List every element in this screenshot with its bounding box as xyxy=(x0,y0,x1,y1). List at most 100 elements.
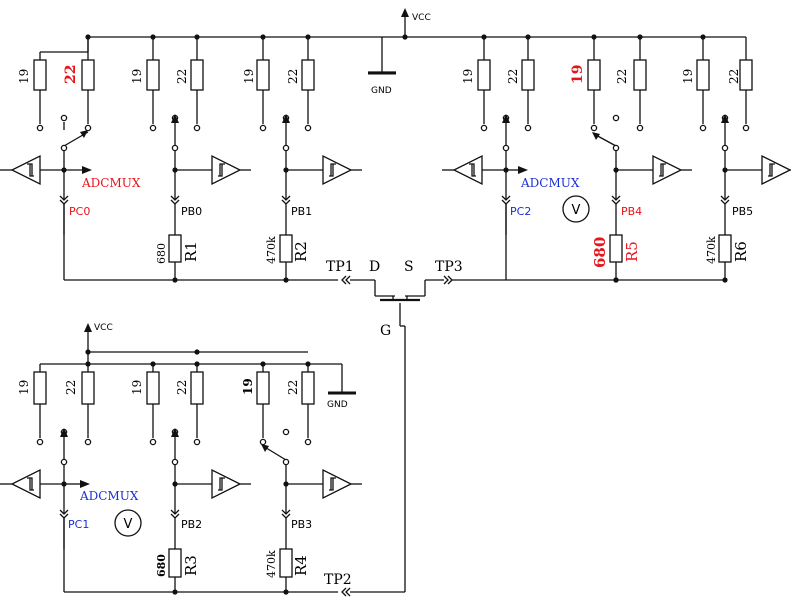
switch-contact xyxy=(149,438,157,446)
gnd-label-bottom: GND xyxy=(327,400,348,410)
adcmux-label-pc0: ADCMUX xyxy=(81,176,141,190)
junction-dot xyxy=(613,167,619,173)
junction-dot xyxy=(637,34,643,40)
junction-dot xyxy=(283,277,289,283)
switch-contact xyxy=(60,114,68,122)
r3-label: R3 xyxy=(182,555,200,576)
schmitt-buffer xyxy=(322,469,352,499)
res-value-pb4-highlight: 19 xyxy=(570,65,586,84)
port-label-pb4: PB4 xyxy=(621,205,642,218)
res-value: 22 xyxy=(286,380,300,395)
switch-contact xyxy=(699,124,707,132)
switch-contact xyxy=(304,438,312,446)
arrow-head xyxy=(82,166,92,174)
r1-label: R1 xyxy=(182,241,200,262)
junction-dot xyxy=(85,349,91,355)
arrow-head xyxy=(80,130,88,138)
resistor-19 xyxy=(256,371,270,405)
switch-contact xyxy=(612,114,620,122)
r5-value-highlight: 680 xyxy=(591,237,609,268)
junction-dot xyxy=(61,481,67,487)
resistor-22 xyxy=(301,59,315,91)
switch-contact xyxy=(742,124,750,132)
series-resistor xyxy=(168,548,182,578)
junction-dot xyxy=(172,167,178,173)
switch-contact xyxy=(524,124,532,132)
res-value: 22 xyxy=(64,380,78,395)
res-value: 19 xyxy=(17,380,31,395)
vcc-label-bottom: VCC xyxy=(94,323,113,333)
junction-dot xyxy=(305,361,311,367)
schmitt-buffer xyxy=(453,155,483,185)
source-label: S xyxy=(404,259,414,275)
tp2-label: TP2 xyxy=(324,572,352,588)
junction-dot xyxy=(722,167,728,173)
tp3-connector xyxy=(443,275,453,285)
junction-dot xyxy=(402,34,408,40)
wires xyxy=(0,16,791,593)
r4-label: R4 xyxy=(292,555,310,576)
vcc-label-top: VCC xyxy=(412,13,431,23)
resistor-19 xyxy=(696,59,710,91)
res-value: 19 xyxy=(130,69,144,84)
switch-contact xyxy=(36,124,44,132)
junction-dot xyxy=(260,361,266,367)
switch-contact xyxy=(259,124,267,132)
r6-value: 470k xyxy=(705,236,718,264)
res-value: 22 xyxy=(175,69,189,84)
port-label-pc1: PC1 xyxy=(68,518,89,531)
gate-label: G xyxy=(380,323,391,339)
junction-dot xyxy=(613,277,619,283)
switch-contact xyxy=(36,438,44,446)
junction-dot xyxy=(700,34,706,40)
switch-contact xyxy=(636,124,644,132)
port-label-pb3: PB3 xyxy=(291,518,312,531)
res-value: 22 xyxy=(615,69,629,84)
voltmeter-top: V xyxy=(562,195,590,223)
res-value: 22 xyxy=(175,380,189,395)
res-value: 19 xyxy=(130,380,144,395)
drain-label: D xyxy=(369,259,380,275)
switch-contact xyxy=(84,124,92,132)
series-resistor xyxy=(168,234,182,263)
resistor-19 xyxy=(146,59,160,91)
resistor-19 xyxy=(33,59,47,91)
port-label-pb1: PB1 xyxy=(291,205,312,218)
resistor-22 xyxy=(739,59,753,91)
res-value: 19 xyxy=(242,69,256,84)
res-value: 22 xyxy=(286,69,300,84)
switch-contact xyxy=(502,144,510,152)
adcmux-label-pc2: ADCMUX xyxy=(520,176,580,190)
tp2-connector xyxy=(341,587,351,597)
schmitt-buffer xyxy=(211,469,241,499)
junction-dot xyxy=(172,589,178,595)
resistor-22 xyxy=(81,371,95,405)
resistor-19 xyxy=(256,59,270,91)
junction-dot xyxy=(194,361,200,367)
schmitt-buffer xyxy=(761,155,791,185)
resistor-19 xyxy=(146,371,160,405)
series-resistor xyxy=(279,234,293,263)
tp1-label: TP1 xyxy=(326,259,354,275)
series-resistor xyxy=(718,234,732,263)
arrow-head xyxy=(401,8,409,17)
junction-dot xyxy=(481,34,487,40)
arrow-head xyxy=(592,132,600,140)
port-label-pc0: PC0 xyxy=(69,205,90,218)
series-resistor xyxy=(609,234,623,263)
components xyxy=(11,8,791,597)
switch-contact xyxy=(171,144,179,152)
switch-contact xyxy=(149,124,157,132)
switch-contact xyxy=(282,144,290,152)
arrow-head xyxy=(502,114,510,123)
junction-dot xyxy=(150,34,156,40)
schmitt-buffer xyxy=(652,155,682,185)
port-label-pb0: PB0 xyxy=(181,205,202,218)
res-value: 19 xyxy=(681,69,695,84)
switch-contact xyxy=(84,438,92,446)
switch-contact xyxy=(171,458,179,466)
arrow-head xyxy=(60,428,68,437)
res-value-pb3-highlight: 19 xyxy=(241,378,255,395)
switch-contact xyxy=(721,144,729,152)
